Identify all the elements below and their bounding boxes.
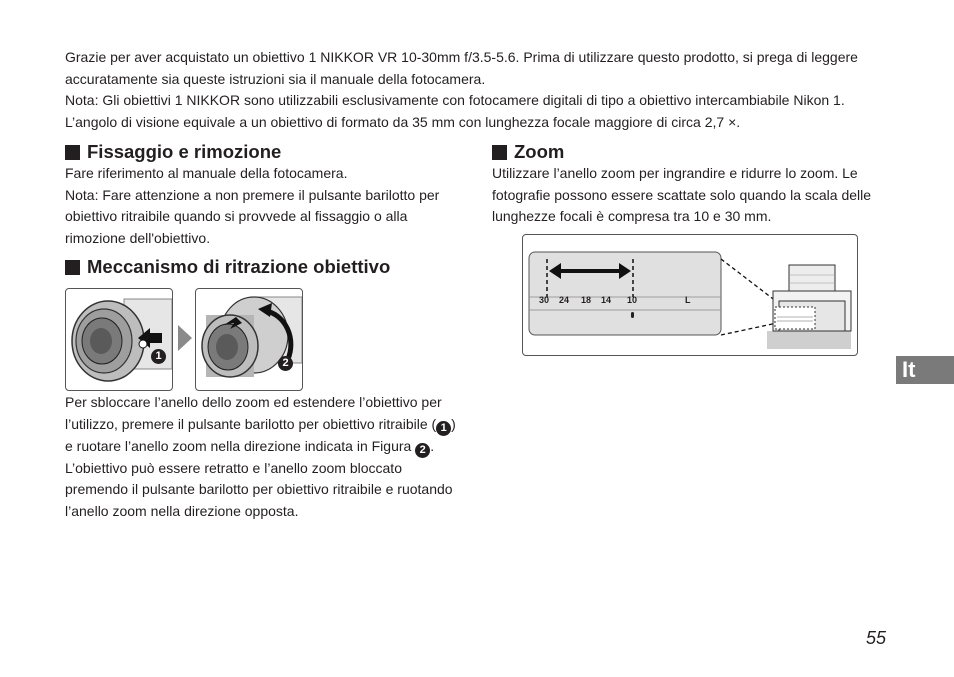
step-2-inline-badge: 2 <box>415 442 431 458</box>
scale-L: L <box>685 295 691 305</box>
retract-instructions: Per sbloccare l’anello dello zoom ed est… <box>65 394 456 519</box>
step-1-badge: 1 <box>151 349 166 364</box>
section-zoom-heading: Zoom <box>492 141 892 163</box>
step-1-inline-badge: 1 <box>436 420 452 436</box>
mount-reference: Fare riferimento al manuale della fotoca… <box>65 165 348 181</box>
intro-text: Grazie per aver acquistato un obiettivo … <box>65 47 885 133</box>
scale-30: 30 <box>539 295 550 305</box>
zoom-scale-figure: 30 24 18 14 10 L <box>522 234 858 356</box>
section-mount-body: Fare riferimento al manuale della fotoca… <box>65 163 465 249</box>
intro-note: Nota: Gli obiettivi 1 NIKKOR sono utiliz… <box>65 92 845 130</box>
section-zoom: Zoom Utilizzare l’anello zoom per ingran… <box>492 141 892 228</box>
mount-note: Nota: Fare attenzione a non premere il p… <box>65 186 440 246</box>
bullet-square-icon <box>65 259 80 275</box>
zoom-scale-illustration <box>528 251 852 349</box>
scale-10: 10 <box>627 295 638 305</box>
lens-illustration-1 <box>71 298 173 382</box>
section-zoom-body: Utilizzare l’anello zoom per ingrandire … <box>492 163 892 228</box>
language-tab: It <box>896 356 954 384</box>
lens-illustration-2 <box>201 296 303 378</box>
scale-14: 14 <box>601 295 612 305</box>
lens-figure-2: 2 <box>195 288 303 391</box>
section-retract-body: Per sbloccare l’anello dello zoom ed est… <box>65 392 465 522</box>
bullet-square-icon <box>65 144 80 160</box>
section-retract-heading-wrap: Meccanismo di ritrazione obiettivo <box>65 256 465 278</box>
focal-length-scale: 30 24 18 14 10 L <box>537 295 717 307</box>
arrow-right-icon <box>178 325 192 351</box>
bullet-square-icon <box>492 144 507 160</box>
section-mount: Fissaggio e rimozione Fare riferimento a… <box>65 141 465 249</box>
scale-24: 24 <box>559 295 570 305</box>
section-mount-heading: Fissaggio e rimozione <box>65 141 465 163</box>
zoom-instructions: Utilizzare l’anello zoom per ingrandire … <box>492 165 872 224</box>
section-retract-heading: Meccanismo di ritrazione obiettivo <box>65 256 465 278</box>
step-2-badge: 2 <box>278 356 293 371</box>
intro-paragraph: Grazie per aver acquistato un obiettivo … <box>65 49 858 87</box>
lens-figure-1: 1 <box>65 288 173 391</box>
scale-18: 18 <box>581 295 592 305</box>
page-number: 55 <box>866 628 887 648</box>
